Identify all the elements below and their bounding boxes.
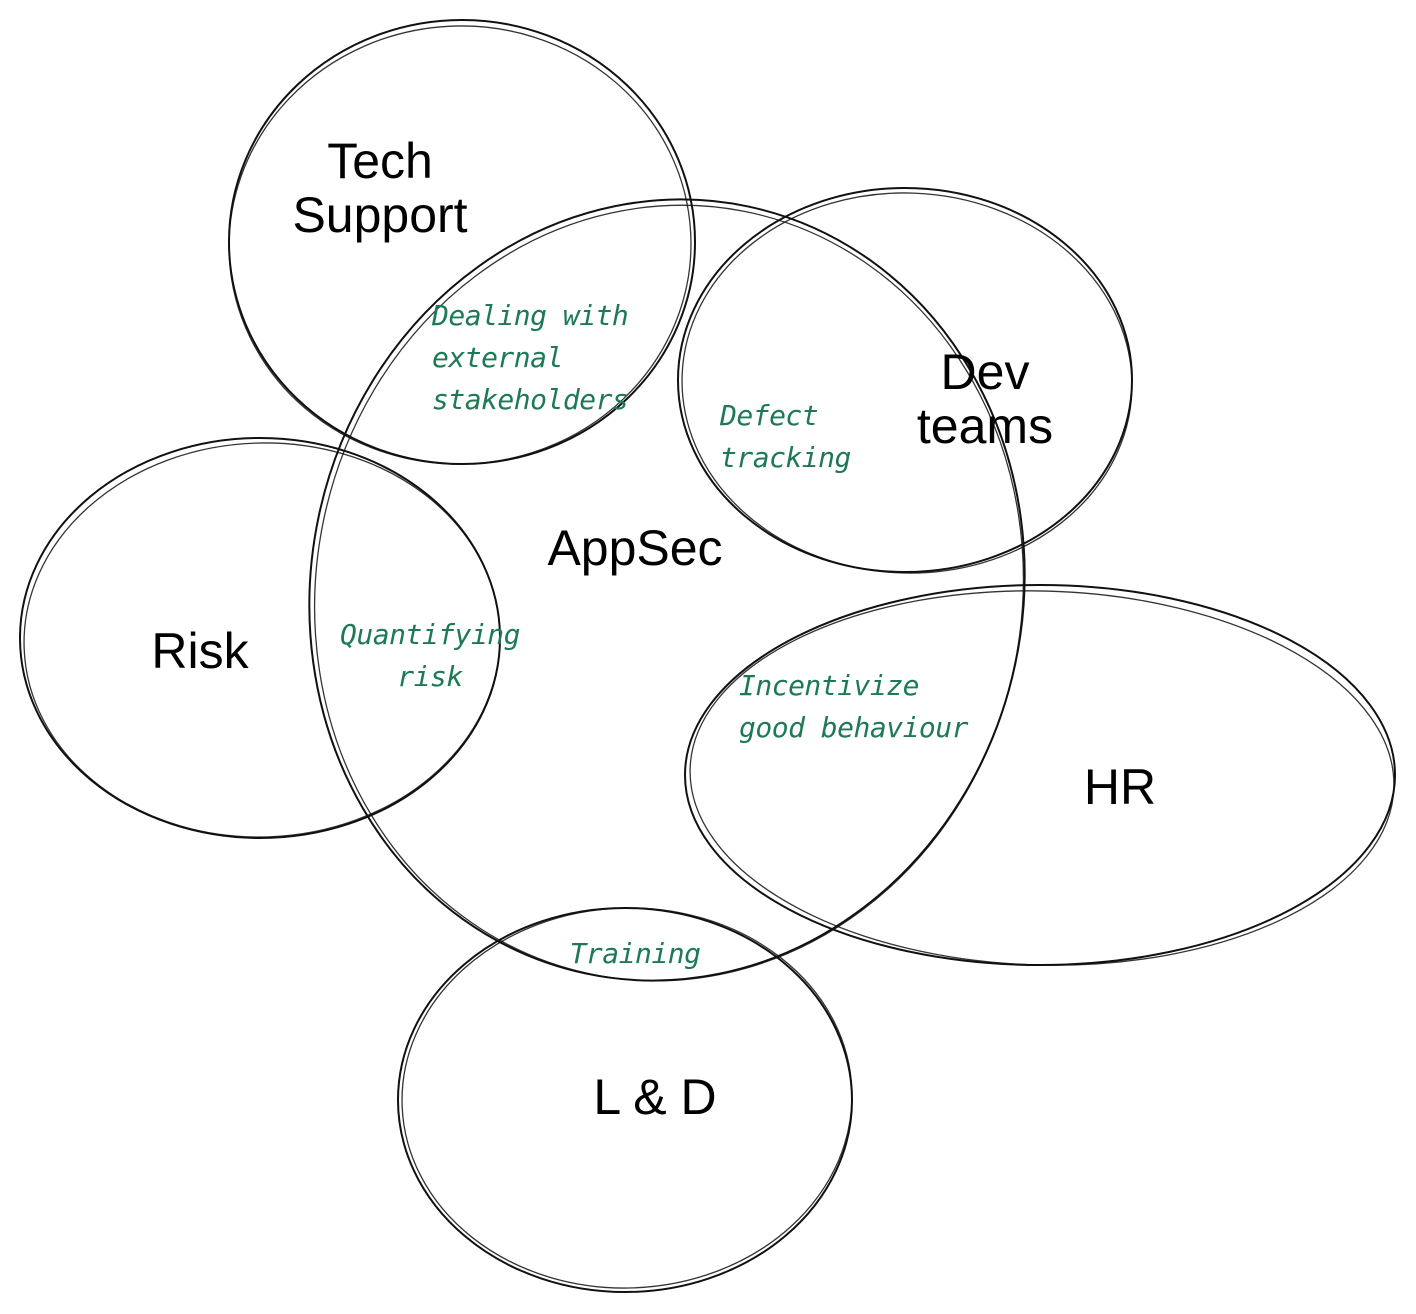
overlap-label-training: Training xyxy=(569,937,701,970)
l-and-d-circle xyxy=(397,907,853,1293)
appsec-circle xyxy=(308,198,1026,982)
risk-circle xyxy=(19,437,501,839)
l-and-d-label: L & D xyxy=(593,1069,717,1125)
hr-label: HR xyxy=(1083,759,1157,815)
overlap-label-incentivize-good-behaviour: Incentivize good behaviour xyxy=(739,669,969,744)
risk-label: Risk xyxy=(151,623,249,679)
tech-support-label: Tech Support xyxy=(292,133,468,243)
dev-teams-label: Dev teams xyxy=(916,344,1054,454)
dev-teams-circle xyxy=(677,187,1133,574)
overlap-label-quantifying-risk: Quantifying risk xyxy=(340,618,520,693)
appsec-label: AppSec xyxy=(547,520,723,576)
hr-circle xyxy=(684,584,1396,966)
tech-support-circle xyxy=(228,19,696,465)
overlap-label-defect-tracking: Defect tracking xyxy=(720,399,851,474)
overlap-label-dealing-with-external-stakeholders: Dealing with external stakeholders xyxy=(432,299,629,416)
